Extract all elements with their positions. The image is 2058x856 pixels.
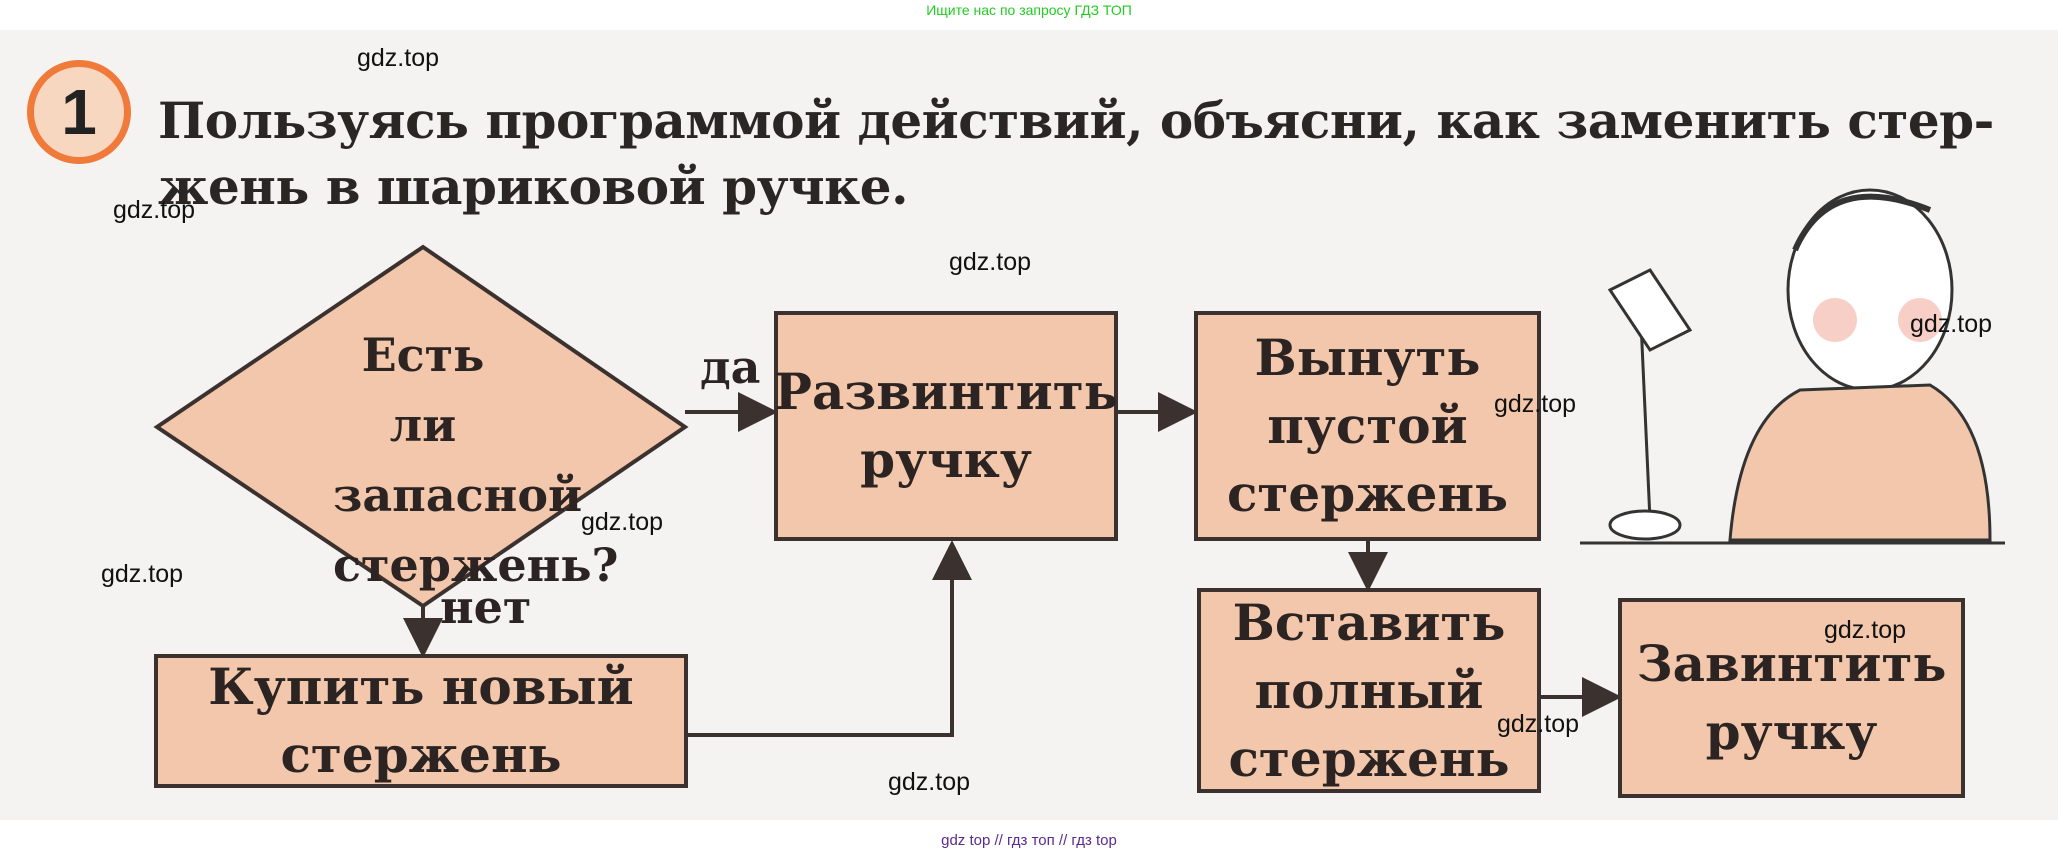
arrow-buy-to-unscrew <box>688 540 972 737</box>
title-line-2: жень в шариковой ручке. <box>158 157 908 216</box>
step-remove-empty-refill: Вынуть пустой стержень <box>1194 311 1541 541</box>
step-text: Купить новый <box>208 657 634 716</box>
watermark: gdz.top <box>1824 616 1907 644</box>
watermark: gdz.top <box>888 768 971 796</box>
title-line-1: Пользуясь программой действий, объясни, … <box>158 91 1994 150</box>
step-text: пустой <box>1267 396 1468 455</box>
step-text: Развинтить <box>774 362 1118 421</box>
watermark: gdz.top <box>101 560 184 588</box>
watermark: gdz.top <box>1910 310 1993 338</box>
step-text: стержень <box>280 725 562 784</box>
decision-line: запасной <box>333 468 583 522</box>
watermark: gdz.top <box>949 248 1032 276</box>
step-unscrew-pen: Развинтить ручку <box>774 311 1118 541</box>
footer-links[interactable]: gdz top // гдз топ // гдз top <box>941 832 1117 849</box>
task-number: 1 <box>61 76 97 148</box>
task-title: Пользуясь программой действий, объясни, … <box>158 88 1994 220</box>
step-buy-new-refill: Купить новый стержень <box>154 654 688 788</box>
step-text: ручку <box>860 430 1032 489</box>
step-screw-pen: Завинтить ручку <box>1618 598 1965 798</box>
step-text: стержень <box>1228 728 1510 788</box>
watermark: gdz.top <box>357 44 440 72</box>
yes-label: да <box>700 340 761 394</box>
decision-text: Есть ли запасной стержень? <box>333 320 619 600</box>
step-text: Завинтить <box>1636 634 1947 693</box>
decision-line: Есть ли <box>361 328 485 452</box>
step-text: Вставить <box>1232 592 1506 652</box>
step-text: Вынуть <box>1254 328 1481 387</box>
search-hint-link[interactable]: Ищите нас по запросу ГДЗ ТОП <box>926 2 1132 18</box>
task-number-badge: 1 <box>27 60 131 164</box>
step-insert-full-refill: Вставить полный стержень <box>1197 588 1541 793</box>
watermark: gdz.top <box>1497 710 1580 738</box>
no-label: нет <box>440 580 532 634</box>
decision-line: стержень? <box>333 538 619 592</box>
watermark: gdz.top <box>1494 390 1577 418</box>
step-text: полный <box>1254 660 1484 720</box>
step-text: стержень <box>1226 464 1509 523</box>
boy-with-lamp-illustration <box>1580 188 2005 545</box>
watermark: gdz.top <box>581 508 664 536</box>
step-text: ручку <box>1705 702 1878 761</box>
watermark: gdz.top <box>113 196 196 224</box>
